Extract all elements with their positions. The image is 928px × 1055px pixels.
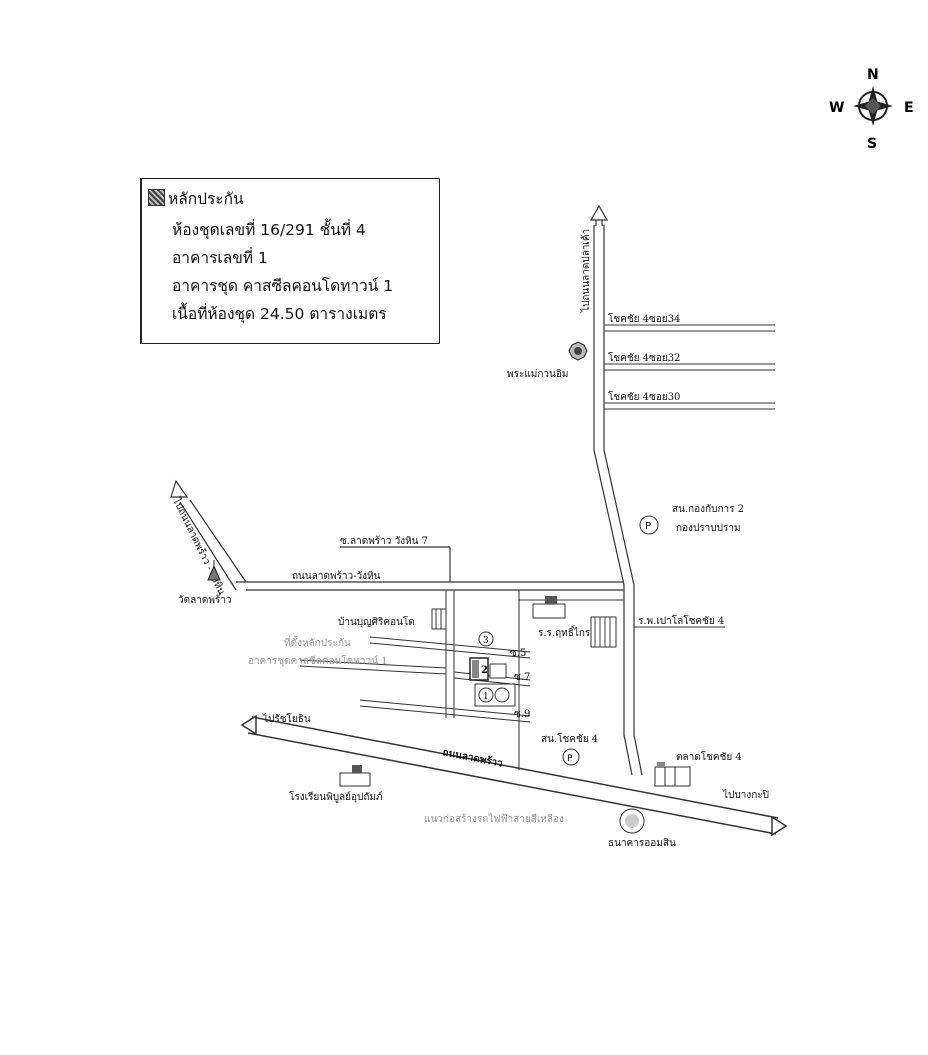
road-ladprao-wanghin-label: ถนนลาดพร้าว-วังหิน — [292, 570, 381, 582]
road-ladprao-label: ถนนลาดพร้าว — [441, 746, 504, 770]
collateral-legend: หลักประกัน ห้องชุดเลขที่ 16/291 ชั้นที่ … — [140, 178, 440, 344]
hospital-icon — [590, 616, 725, 648]
side-sois — [604, 324, 775, 410]
legend-unit-no: ห้องชุดเลขที่ 16/291 ชั้นที่ 4 — [172, 221, 366, 239]
police-parking-icon: P — [639, 515, 659, 535]
soi7-label: ซ.7 — [514, 672, 530, 683]
collateral-buildings: 2 3 1 — [469, 631, 516, 707]
shrine-icon — [568, 341, 588, 361]
compass-south-label: S — [867, 136, 877, 152]
legend-condo-name: อาคารชุด คาสซีลคอนโดทาวน์ 1 — [172, 277, 394, 295]
compass-east-label: E — [904, 100, 914, 116]
legend-title-row: หลักประกัน — [148, 186, 244, 211]
police-parking-letter: P — [645, 521, 651, 532]
collateral-site-label: ที่ตั้งหลักประกัน — [284, 635, 351, 649]
bank-label: ธนาคารออมสิน — [608, 838, 676, 849]
school-icon — [532, 596, 566, 619]
temple-icon — [207, 560, 221, 581]
skytrain-label: แนวก่อสร้างรถไฟฟ้าสายสีเหลือง — [424, 813, 564, 825]
compass-rose: N S E W — [829, 67, 914, 152]
baan-boonsiri-icon — [431, 608, 447, 630]
west-road — [170, 479, 247, 591]
police-label: สน.กองกับการ 2 — [672, 504, 744, 515]
soi30-label: โชคชัย 4ซอย30 — [608, 390, 680, 403]
road-north-label: ไปถนนลาดปลาเค้า — [580, 229, 592, 313]
road-west-label: ไปถนนลาดพร้าว - วังหิน — [170, 495, 228, 597]
shrine-label: พระแม่กวนอิม — [507, 369, 568, 380]
police2-label: กองปราบปราม — [676, 523, 741, 534]
market-label: ตลาดโชคชัย 4 — [676, 750, 742, 763]
hospital-label: ร.พ.เปาโลโชคชัย 4 — [638, 614, 724, 627]
ladprao-main-road — [240, 714, 788, 837]
north-road — [589, 204, 643, 776]
temple-label: วัดลาดพร้าว — [178, 594, 232, 606]
school2-icon — [339, 765, 371, 787]
soi-wanghin-label: ซ.ลาดพร้าว วังหิน 7 — [340, 535, 428, 547]
compass-west-label: W — [829, 100, 844, 116]
building-3-marker: 3 — [483, 636, 489, 646]
hatch-swatch — [148, 189, 165, 206]
baan-boonsiri-label: บ้านบุญศิริคอนโด — [338, 615, 415, 628]
police-chokchai-letter: P — [567, 754, 573, 764]
building-1-marker: 1 — [483, 692, 489, 702]
soi34-label: โชคชัย 4ซอย34 — [608, 312, 680, 325]
police-chokchai-icon: P — [562, 748, 580, 766]
to-ratchayothin-label: ไปรัชโยธิน — [262, 712, 311, 725]
ladprao-wanghin-road — [236, 546, 624, 591]
legend-title: หลักประกัน — [168, 190, 244, 208]
to-bangkapi-label: ไปบางกะปิ — [722, 789, 769, 801]
school2-label: โรงเรียนพิบูลย์อุปถัมภ์ — [289, 790, 383, 803]
building-2-marker: 2 — [481, 665, 488, 676]
legend-area: เนื้อที่ห้องชุด 24.50 ตารางเมตร — [172, 305, 387, 323]
compass-north-label: N — [867, 67, 879, 83]
soi9-label: ซ.9 — [514, 709, 530, 720]
soi5-label: ซ.5 — [510, 648, 526, 659]
bank-icon — [619, 808, 645, 834]
police-chokchai-label: สน.โชคชัย 4 — [541, 732, 598, 745]
market-icon — [654, 762, 691, 787]
legend-building-no: อาคารเลขที่ 1 — [172, 249, 268, 267]
condo-faint-label: อาคารชุดคาสซีลคอนโดทาวน์ 1 — [248, 654, 388, 667]
soi32-label: โชคชัย 4ซอย32 — [608, 351, 680, 364]
